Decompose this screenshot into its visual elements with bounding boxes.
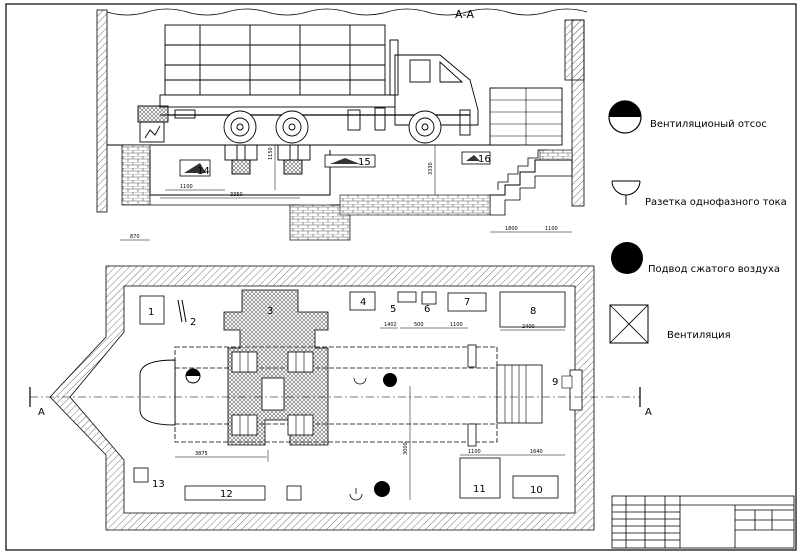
- floor-plan: А А 1402 500 1100 2400 3875 3000 1100 16…: [29, 265, 652, 531]
- plan-label-5: 5: [390, 304, 396, 315]
- plan-dim-1100: 1100: [450, 322, 463, 328]
- section-marker-left: А: [38, 407, 45, 418]
- inspection-pit: [149, 150, 331, 196]
- dim-1800: 1800: [505, 226, 518, 232]
- section-label-14: 14: [197, 166, 210, 177]
- legend-compressed-air: Подвод сжатого воздуха: [611, 242, 780, 275]
- plan-label-11: 11: [473, 484, 486, 495]
- dim-1100b: 1100: [545, 226, 558, 232]
- legend-socket: Разетка однофазного тока: [611, 180, 787, 208]
- plan-label-13: 13: [152, 479, 165, 490]
- section-title: А-А: [455, 8, 474, 21]
- stairs: [497, 149, 548, 190]
- plan-dim-2400: 2400: [522, 324, 535, 330]
- equip-11: [459, 457, 501, 499]
- plan-dim-1100b: 1100: [468, 449, 481, 455]
- legend-label-ventilation: Вентиляция: [667, 330, 731, 341]
- socket-plan-2: [349, 493, 363, 501]
- equip-10: [512, 475, 559, 499]
- plan-label-7: 7: [464, 297, 470, 308]
- air-supply-1: [383, 373, 397, 387]
- plan-label-1: 1: [148, 307, 154, 318]
- plan-label-6: 6: [424, 304, 430, 315]
- truck-plan: [174, 346, 498, 443]
- dim-3330: 3330: [428, 162, 434, 175]
- break-line: [106, 8, 588, 16]
- plan-dim-1402: 1402: [384, 322, 397, 328]
- equip-6: [421, 291, 437, 305]
- legend-label-air: Подвод сжатого воздуха: [648, 264, 780, 275]
- legend-label-socket: Разетка однофазного тока: [645, 197, 787, 208]
- section-label-15: 15: [358, 157, 371, 168]
- equip-box-small: [286, 485, 302, 501]
- equip-5: [397, 291, 417, 303]
- sheet-frame: [5, 3, 797, 551]
- dim-1150: 1150: [268, 147, 274, 160]
- socket-plan-1: [353, 377, 367, 385]
- equip-4: [349, 291, 376, 311]
- front-wheel: [408, 110, 442, 144]
- equip-13: [133, 467, 149, 483]
- plan-dim-500: 500: [414, 322, 424, 328]
- brick-foundation: [121, 144, 151, 206]
- rear-wheel-2: [275, 110, 309, 144]
- equip-12: [184, 485, 266, 501]
- air-supply-2: [374, 481, 390, 497]
- equip-1: [139, 295, 165, 325]
- left-wall: [96, 9, 108, 213]
- legend: Вентиляционый отсос Разетка однофазного …: [608, 100, 787, 344]
- truck: [137, 24, 479, 175]
- dim-1100: 1100: [180, 184, 193, 190]
- plan-label-9: 9: [552, 377, 558, 388]
- section-a-a: 14 15 16 1100 3350 1150 3330 870 1800 11…: [96, 8, 588, 241]
- dim-870: 870: [130, 234, 140, 240]
- plan-dim-3000: 3000: [403, 442, 409, 455]
- plan-label-4: 4: [360, 297, 366, 308]
- plan-label-3: 3: [267, 306, 273, 317]
- plan-label-8: 8: [530, 306, 536, 317]
- legend-ventilation-exhaust: Вентиляционый отсос: [608, 100, 767, 134]
- plan-label-12: 12: [220, 489, 233, 500]
- dim-3350: 3350: [230, 192, 243, 198]
- shelf-rack: [489, 87, 563, 146]
- equip-7: [447, 292, 487, 312]
- plan-label-2: 2: [190, 317, 196, 328]
- legend-ventilation: Вентиляция: [609, 304, 731, 344]
- plan-walls: [49, 265, 595, 531]
- plan-label-10: 10: [530, 485, 543, 496]
- plan-dim-1640: 1640: [530, 449, 543, 455]
- title-block: [611, 495, 795, 549]
- legend-label-exhaust: Вентиляционый отсос: [650, 119, 767, 130]
- section-label-16: 16: [478, 154, 491, 165]
- section-marker-right: А: [645, 407, 652, 418]
- rear-wheel-1: [223, 110, 257, 144]
- equip-8: [499, 291, 566, 328]
- plan-dim-3875: 3875: [195, 451, 208, 457]
